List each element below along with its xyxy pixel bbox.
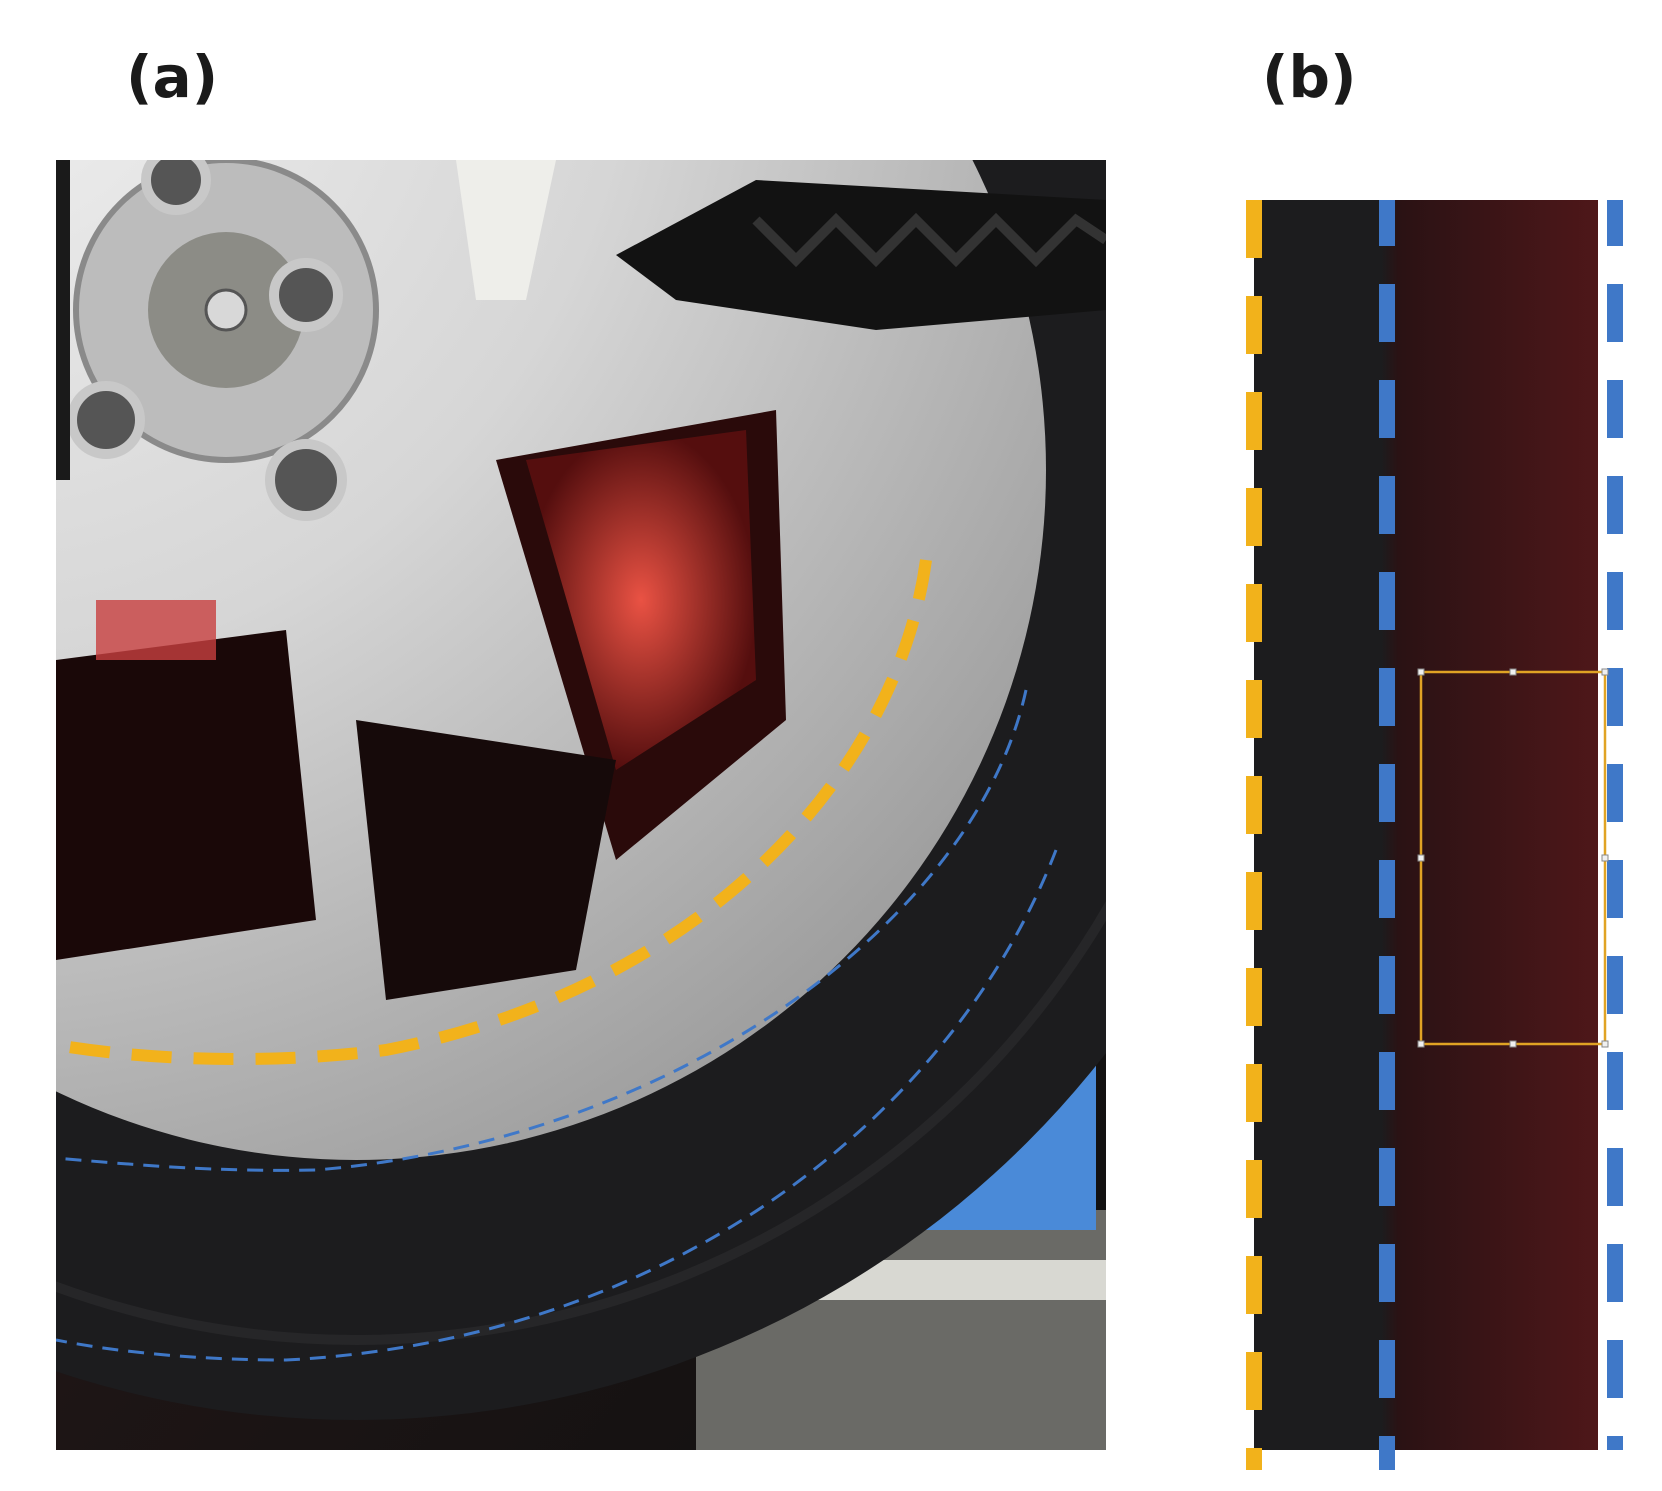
square-handle-icon[interactable] [1417, 668, 1609, 1048]
brake-disc-glow [96, 600, 216, 660]
tire-tread-ring [56, 900, 1106, 1345]
outer-boundary-annotation-upper [56, 689, 1028, 1172]
gripper-teeth [752, 212, 1106, 268]
clamp-bracket [456, 160, 556, 300]
brake-caliper [526, 430, 756, 770]
panel-b-label: (b) [1262, 43, 1357, 111]
lug-nut [265, 439, 347, 521]
unwrapped-strip [1254, 200, 1598, 1450]
center-bolt [204, 288, 248, 332]
lug-nut [141, 160, 211, 215]
lug-nut [269, 258, 343, 332]
lug-nut [67, 381, 145, 459]
panel-a-label: (a) [126, 43, 219, 111]
wheel-photo-panel [56, 160, 1106, 1450]
left-edge-post [56, 160, 70, 480]
gripper-arm [616, 180, 1106, 330]
unwrapped-sidewall-panel [1246, 200, 1623, 1470]
inner-boundary-annotation [56, 559, 932, 1066]
rim-opening-left [56, 630, 316, 960]
rim-opening-lower [356, 720, 616, 1000]
